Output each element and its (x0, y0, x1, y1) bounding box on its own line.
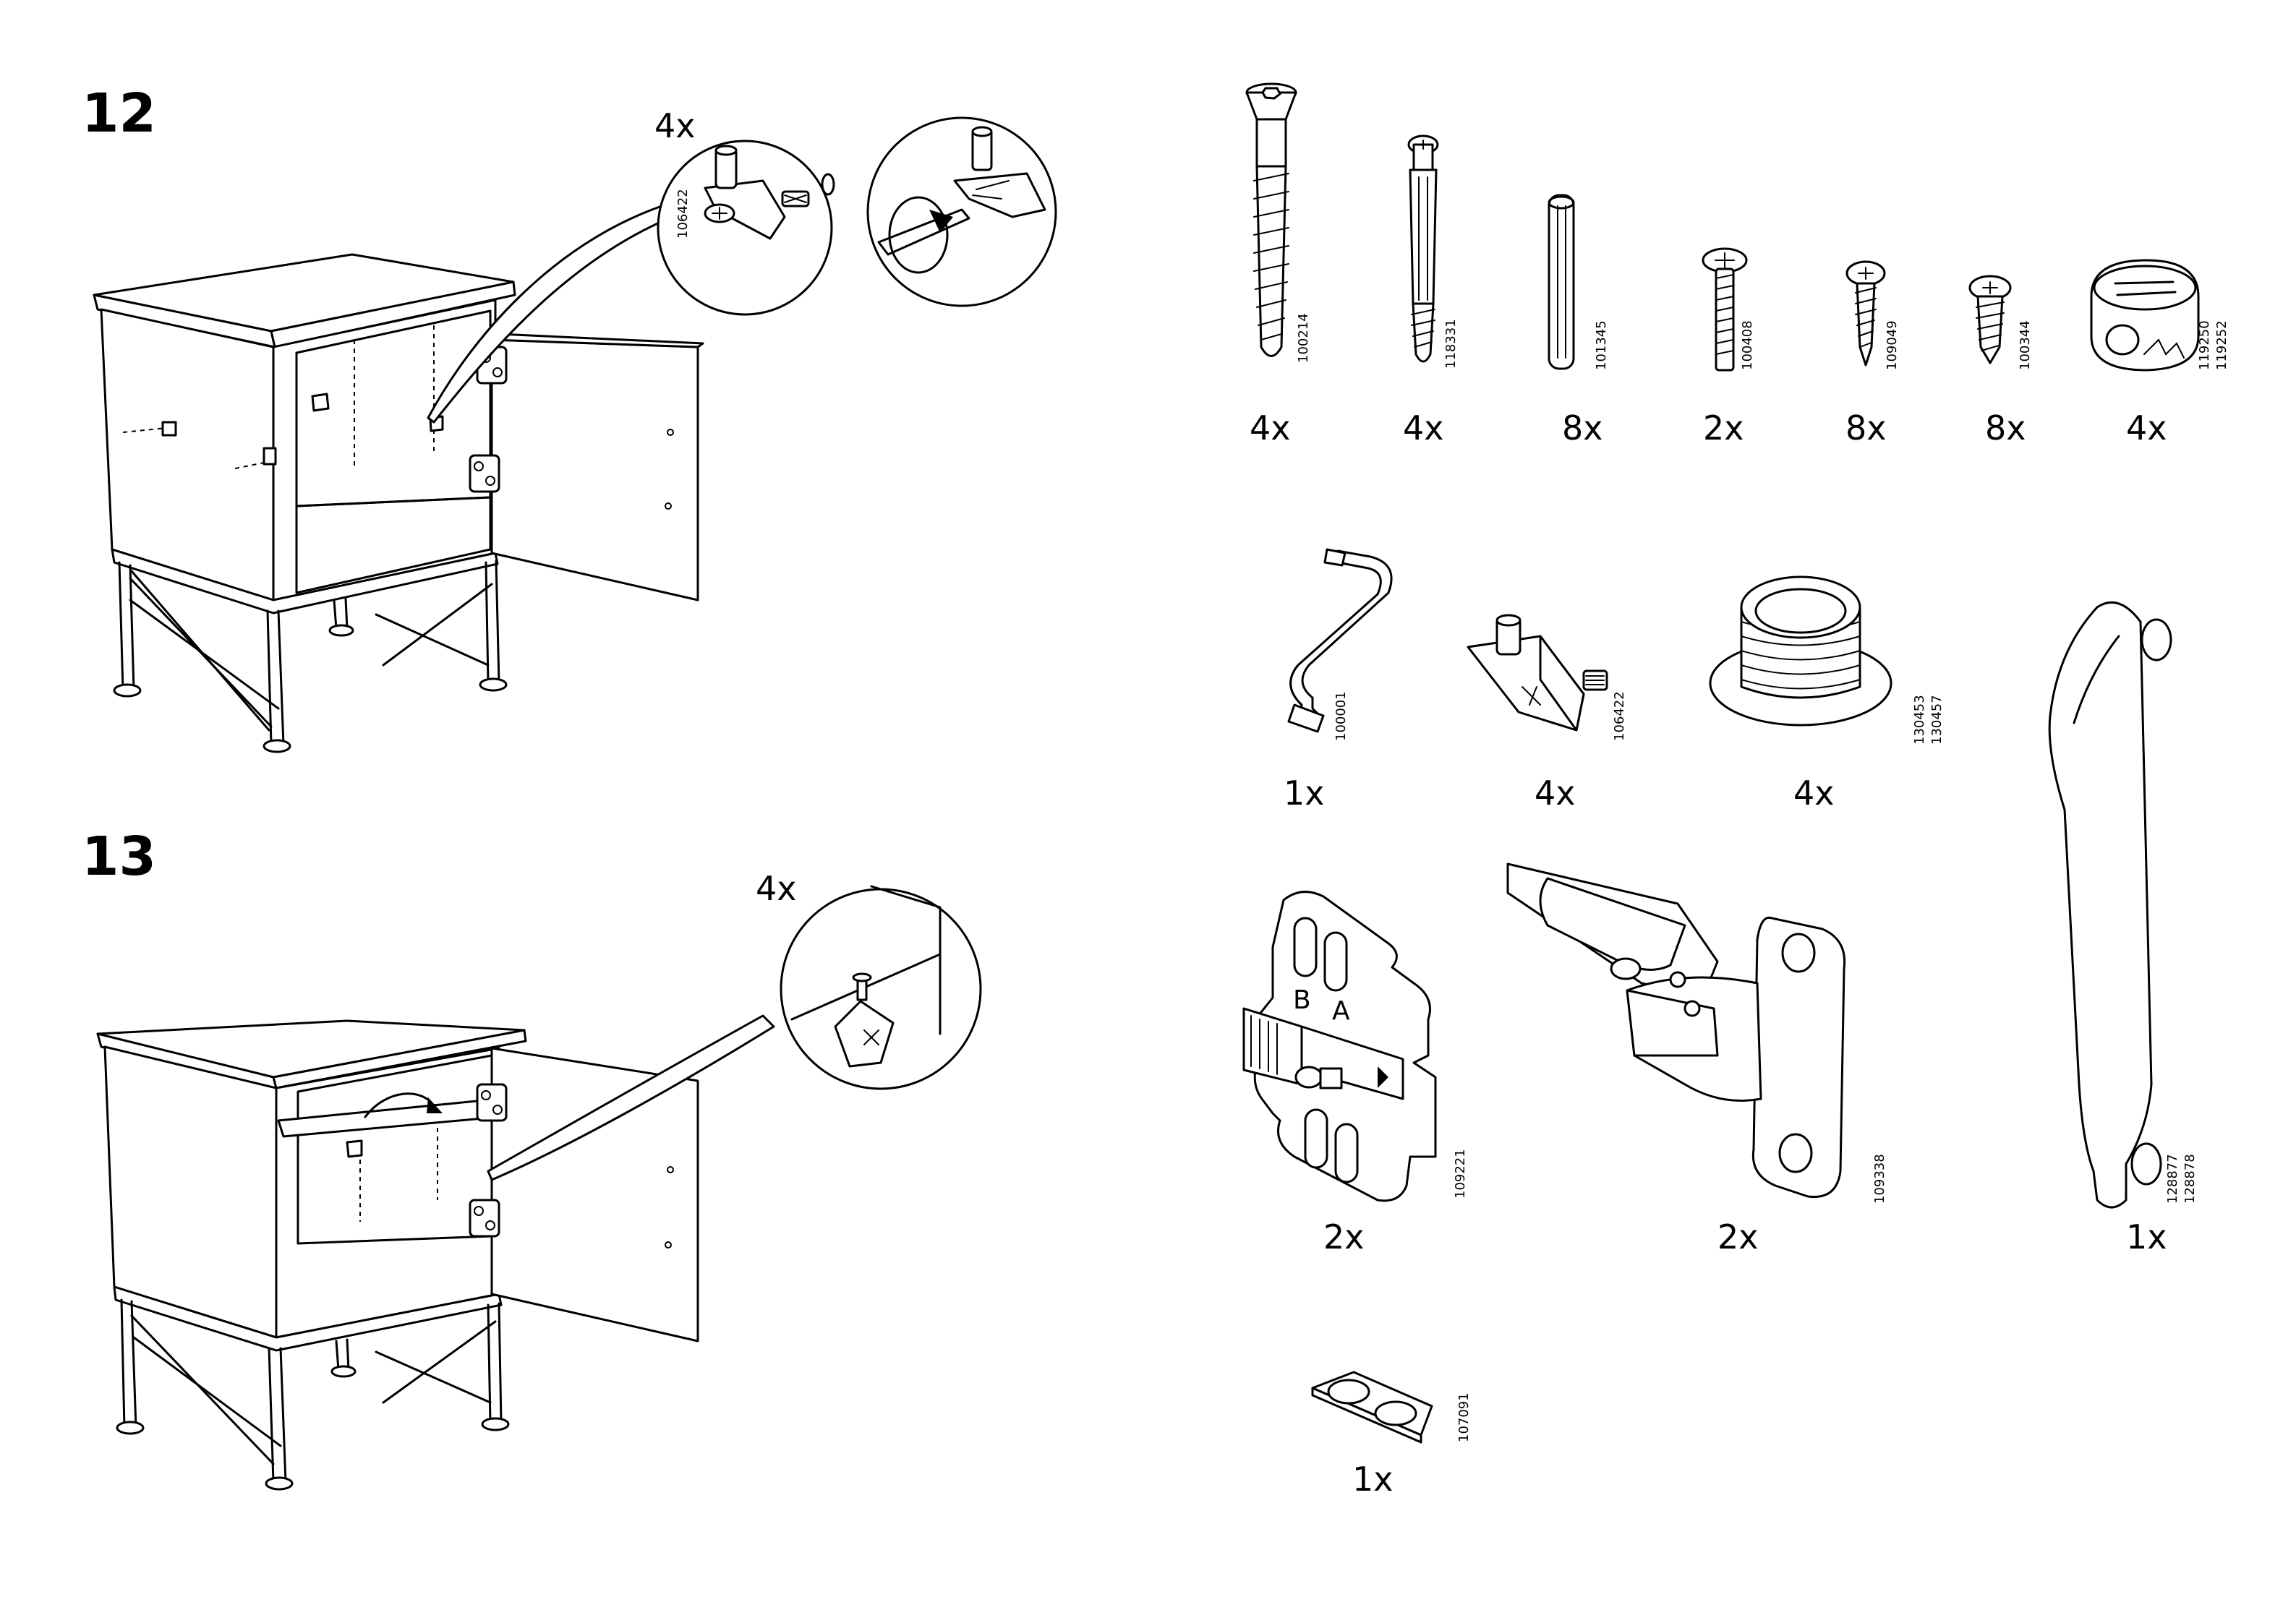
step-12: 12 (82, 82, 1056, 752)
part-wood-dowel: 101345 8x (1549, 195, 1609, 447)
part-quantity: 4x (1793, 774, 1835, 813)
part-quantity: 2x (1323, 1217, 1365, 1256)
part-number: 100001 (1333, 691, 1349, 741)
part-short-screw: 100344 8x (1970, 276, 2033, 447)
part-quantity: 1x (1284, 774, 1325, 813)
hinge-lower (470, 455, 499, 492)
callout-detail-screwdriver (868, 118, 1056, 306)
part-number-1: 119250 (2197, 320, 2212, 370)
part-cam-bolt-dowel: 118331 4x (1403, 136, 1459, 447)
part-number-2: 119252 (2214, 320, 2229, 370)
adjustable-foot-icon (1710, 577, 1891, 725)
part-quantity: 4x (1250, 408, 1291, 447)
screw-head (705, 205, 734, 222)
cabinet-illustration-2 (98, 1021, 698, 1489)
wood-dowel-icon (1549, 195, 1574, 369)
cam-dowel-icon (1409, 136, 1438, 361)
callout-quantity: 4x (654, 106, 696, 145)
part-number: 100408 (1740, 320, 1755, 370)
part-quantity: 8x (1845, 408, 1887, 447)
part-quantity: 2x (1703, 408, 1744, 447)
part-wood-screw-small: 109049 8x (1845, 262, 1900, 447)
part-number-2: 128878 (2182, 1154, 2198, 1204)
cam-lock-icon (2091, 260, 2198, 370)
part-number: 109049 (1885, 320, 1900, 370)
part-cam-bolt-long: 100214 4x (1247, 84, 1311, 447)
part-number: 106422 (1612, 691, 1627, 741)
cabinet-illustration (94, 254, 703, 752)
part-number-2: 130457 (1929, 695, 1945, 745)
step-number-12: 12 (82, 82, 156, 145)
callout-part-number: 106422 (675, 189, 691, 239)
shelf-support-icon (1468, 615, 1607, 730)
step-13: 13 (82, 826, 981, 1489)
hinge-icon (1508, 864, 1845, 1197)
callout-quantity-2: 4x (756, 869, 797, 908)
part-quantity: 8x (1985, 408, 2026, 447)
part-quantity: 4x (2126, 408, 2167, 447)
part-number-1: 130453 (1912, 695, 1927, 745)
part-number: 107091 (1456, 1392, 1472, 1442)
part-handle: 128877 128878 1x (2049, 602, 2198, 1256)
part-number: 100214 (1296, 313, 1311, 363)
part-quantity: 1x (2126, 1217, 2167, 1256)
step-number-13: 13 (82, 826, 156, 888)
part-number: 118331 (1443, 319, 1459, 369)
part-quantity: 4x (1535, 774, 1576, 813)
part-quantity: 4x (1403, 408, 1444, 447)
part-number: 100344 (2018, 320, 2033, 370)
part-bumpers: 107091 1x (1313, 1372, 1472, 1499)
part-quantity: 2x (1717, 1217, 1759, 1256)
mounting-plate-icon: B A (1244, 892, 1435, 1201)
part-number: 109338 (1872, 1154, 1887, 1204)
part-number-1: 128877 (2165, 1154, 2180, 1204)
part-foot: 130453 130457 4x (1710, 577, 1945, 813)
callout-detail-shelf-pin: 4x (756, 869, 981, 1089)
part-hinge: 109338 2x (1508, 864, 1887, 1256)
part-shelf-support: 106422 4x (1468, 615, 1627, 813)
long-bolt-icon (1247, 84, 1296, 356)
part-hinge-plate: B A 109221 2x (1244, 892, 1468, 1256)
wood-screw-icon (1847, 262, 1885, 365)
part-number: 101345 (1594, 320, 1609, 370)
short-screw-icon (1970, 276, 2010, 363)
callout-detail-install: 4x 106422 (654, 106, 834, 314)
handle-icon (2049, 602, 2171, 1207)
plate-letter-b: B (1293, 985, 1311, 1015)
part-number: 109221 (1453, 1149, 1468, 1199)
plate-letter-a: A (1332, 996, 1350, 1026)
part-allen-key: 100001 1x (1284, 549, 1391, 813)
parts-list: 100214 4x 118331 4x (1244, 84, 2229, 1499)
part-cam-lock: 119250 119252 4x (2091, 260, 2229, 447)
part-quantity: 1x (1352, 1460, 1394, 1499)
part-machine-screw: 100408 2x (1703, 249, 1755, 447)
part-quantity: 8x (1562, 408, 1603, 447)
bumper-pads-icon (1313, 1372, 1432, 1442)
